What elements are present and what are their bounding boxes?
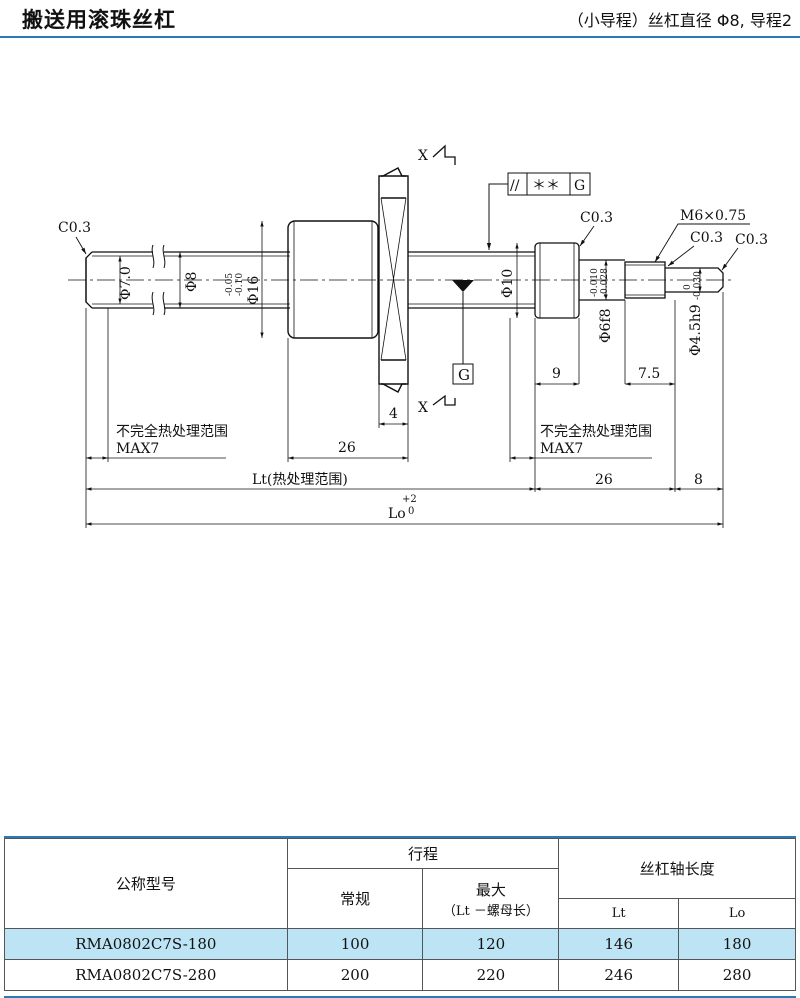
datum-g-label: G [458, 366, 470, 384]
table-row: RMA0802C7S-280 200 220 246 280 [4, 959, 796, 991]
svg-text:7.5: 7.5 [638, 366, 660, 382]
svg-text:-0.028: -0.028 [600, 268, 610, 297]
chamfer-mid: C0.3 [580, 210, 613, 226]
svg-text:-0.10: -0.10 [235, 273, 245, 296]
dim-lo: Lo +2 0 [86, 494, 723, 526]
svg-text:0: 0 [408, 506, 414, 517]
header-normal: 常规 [286, 868, 424, 929]
svg-text:8: 8 [694, 472, 703, 488]
svg-text:Φ10: Φ10 [500, 269, 516, 298]
svg-text:-0.010: -0.010 [590, 268, 600, 297]
extension-lines [85, 292, 724, 528]
dim-4: 4 [379, 406, 408, 426]
page-title: 搬送用滚珠丝杠 [22, 8, 176, 32]
header-max: 最大 （Lt －螺母长） [422, 868, 560, 929]
dim-26-left: 26 [288, 440, 408, 460]
svg-text:26: 26 [595, 472, 613, 488]
header-stroke: 行程 [286, 838, 560, 869]
table-row: RMA0802C7S-180 100 120 146 180 [4, 928, 796, 960]
right-shaft [408, 242, 724, 319]
svg-text:Φ4.5h9: Φ4.5h9 [688, 304, 704, 356]
svg-text:X: X [418, 400, 428, 416]
svg-text:MAX7: MAX7 [116, 441, 159, 457]
fcf-parallel-icon: // [510, 178, 520, 194]
svg-text:Φ8: Φ8 [184, 272, 200, 292]
section-mark-bottom: X [418, 394, 456, 416]
spec-table: 公称型号 行程 丝杠轴长度 常规 最大 （Lt －螺母长） Lt Lo RMA0… [4, 838, 796, 991]
dim-8: 8 [675, 472, 723, 491]
ball-screw-drawing: G // ＊＊ G X X C0.3 C0.3 M6×0.75 C0.3 C0.… [58, 144, 768, 528]
chamfer-right2: C0.3 [735, 232, 768, 248]
dim-26-right: 26 [535, 472, 675, 491]
nut-body [287, 167, 409, 393]
thread-label: M6×0.75 [680, 208, 746, 224]
svg-text:26: 26 [338, 440, 356, 456]
svg-text:Φ16: Φ16 [246, 276, 262, 305]
svg-text:Φ6f8: Φ6f8 [598, 309, 614, 343]
svg-text:X: X [418, 148, 428, 164]
svg-text:Φ7.0: Φ7.0 [118, 266, 134, 300]
phi16-dimension: Φ16 -0.05 -0.10 [225, 221, 264, 338]
svg-text:MAX7: MAX7 [540, 441, 583, 457]
header-lo: Lo [678, 898, 796, 929]
dim-9: 9 [535, 366, 579, 386]
page-header: 搬送用滚珠丝杠 （小导程）丝杠直径 Φ8, 导程2 [0, 0, 800, 38]
svg-text:-0.030: -0.030 [693, 271, 703, 300]
phi45-dimension: Φ4.5h9 0 -0.030 [683, 268, 704, 356]
dim-max7-left: 不完全热处理范围 MAX7 [86, 423, 228, 460]
phi8-dimension: Φ8 [178, 252, 200, 308]
svg-text:-0.05: -0.05 [225, 273, 235, 296]
left-shaft [85, 244, 290, 316]
svg-text:＊＊: ＊＊ [532, 178, 560, 194]
svg-text:+2: +2 [402, 494, 417, 505]
feature-control-frame: // ＊＊ G [486, 172, 591, 250]
svg-text:Lt(热处理范围): Lt(热处理范围) [252, 471, 348, 488]
svg-text:G: G [574, 178, 585, 194]
svg-text:9: 9 [552, 366, 561, 382]
dim-max7-right: 不完全热处理范围 MAX7 [510, 423, 652, 460]
phi6f8-dimension: Φ6f8 -0.010 -0.028 [590, 260, 614, 343]
page-subtitle: （小导程）丝杠直径 Φ8, 导程2 [567, 11, 792, 30]
header-model: 公称型号 [4, 838, 288, 929]
phi7-dimension: Φ7.0 [118, 256, 134, 304]
spec-table-wrapper: 公称型号 行程 丝杠轴长度 常规 最大 （Lt －螺母长） Lt Lo RMA0… [4, 836, 796, 998]
header-lt: Lt [558, 898, 680, 929]
svg-text:4: 4 [389, 406, 398, 422]
svg-text:不完全热处理范围: 不完全热处理范围 [540, 423, 652, 440]
dim-lt: Lt(热处理范围) [86, 471, 535, 491]
section-mark-top: X [418, 144, 456, 165]
dim-7-5: 7.5 [625, 366, 675, 386]
chamfer-right1: C0.3 [690, 230, 723, 246]
svg-text:Lo: Lo [388, 506, 406, 522]
chamfer-left: C0.3 [58, 220, 91, 236]
header-length: 丝杠轴长度 [558, 838, 796, 899]
phi10-dimension: Φ10 [500, 243, 519, 318]
svg-text:不完全热处理范围: 不完全热处理范围 [116, 423, 228, 440]
svg-text:0: 0 [683, 284, 693, 290]
datum-triangle [452, 280, 474, 292]
